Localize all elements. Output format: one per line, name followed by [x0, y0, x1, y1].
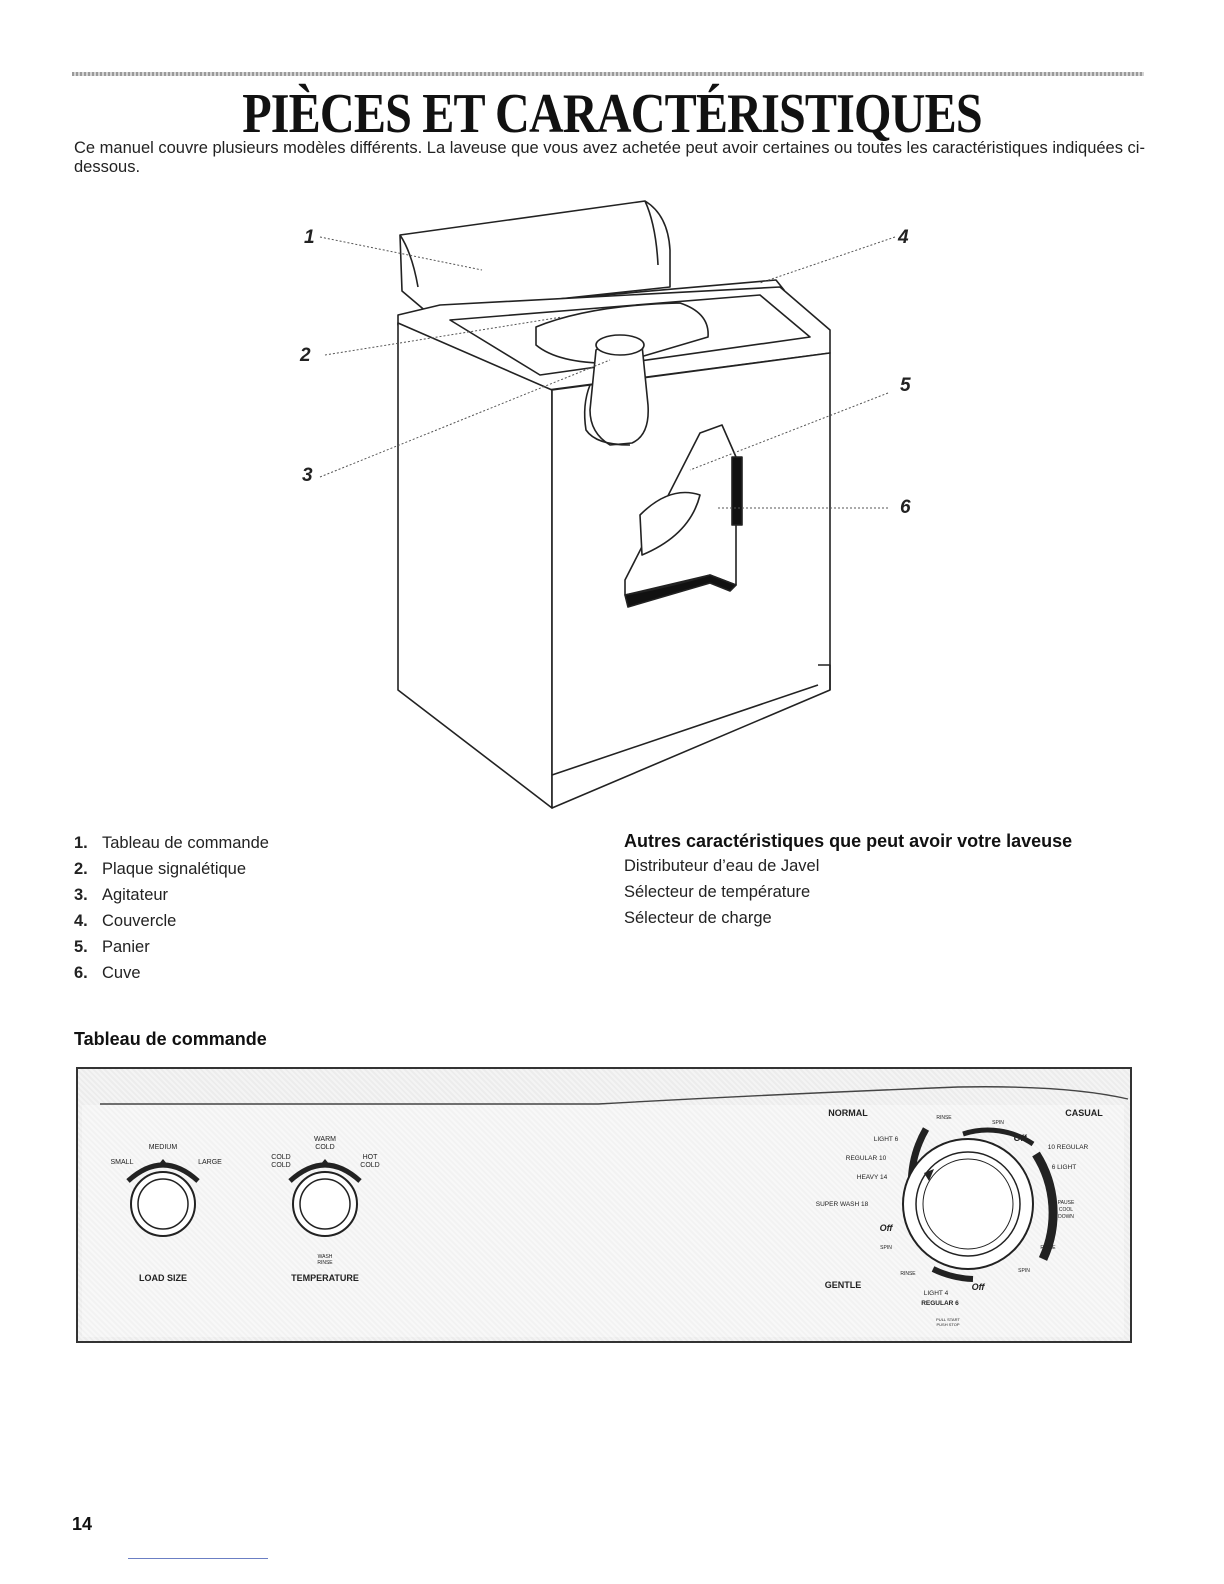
list-item: Sélecteur de température: [624, 883, 811, 901]
washer-drawing: [319, 200, 896, 809]
cycle-regular10: REGULAR 10: [846, 1155, 887, 1162]
cycle-spin-top: SPIN: [992, 1120, 1004, 1126]
list-item: 5.Panier: [74, 938, 150, 956]
cycle-light6-casual: 6 LIGHT: [1052, 1164, 1077, 1171]
temp-warm: WARM: [314, 1136, 336, 1143]
temp-warm-rinse: COLD: [315, 1144, 334, 1151]
intro-paragraph: Ce manuel couvre plusieurs modèles diffé…: [74, 139, 1145, 176]
cycle-pause: PAUSE: [1058, 1200, 1075, 1206]
temp-rinse: RINSE: [317, 1260, 333, 1266]
temp-cold: COLD: [271, 1154, 290, 1161]
parts-list: 1.Tableau de commande 2.Plaque signaléti…: [74, 830, 269, 986]
cycle-regular10-casual: 10 REGULAR: [1048, 1144, 1089, 1151]
temperature-label: TEMPERATURE: [291, 1273, 359, 1283]
cycle-push-stop: PUSH STOP: [936, 1322, 959, 1327]
cycle-rinse-bottom: RINSE: [900, 1271, 916, 1277]
list-item: 3.Agitateur: [74, 886, 169, 904]
list-item: Distributeur d’eau de Javel: [624, 857, 820, 875]
cycle-rinse-top: RINSE: [936, 1115, 952, 1121]
temp-cold-rinse: COLD: [271, 1162, 290, 1169]
other-features-list: Distributeur d’eau de Javel Sélecteur de…: [624, 853, 819, 931]
page-number: 14: [72, 1514, 93, 1534]
cycle-pull-start: PULL START: [936, 1317, 960, 1322]
cycle-normal: NORMAL: [828, 1108, 868, 1118]
cycle-dial: [902, 1127, 1058, 1282]
callout-2: 2: [300, 345, 311, 366]
load-size-label: LOAD SIZE: [139, 1273, 187, 1283]
load-size-medium: MEDIUM: [149, 1144, 178, 1151]
cycle-regular6: REGULAR 6: [921, 1300, 959, 1307]
temp-hot-rinse: COLD: [360, 1162, 379, 1169]
cycle-heavy14: HEAVY 14: [857, 1174, 888, 1181]
control-panel-illustration: MEDIUM SMALL LARGE LOAD SIZE WARM COLD C…: [76, 1067, 1132, 1343]
cycle-light4: LIGHT 4: [924, 1290, 949, 1297]
load-size-small: SMALL: [111, 1159, 134, 1166]
washer-illustration: 1 2 3 4 5 6: [290, 195, 930, 825]
cycle-superwash18: SUPER WASH 18: [816, 1201, 869, 1208]
cycle-gentle: GENTLE: [825, 1280, 862, 1290]
list-item: 6.Cuve: [74, 964, 141, 982]
cycle-off-1: Off: [880, 1223, 894, 1233]
page-title: PIÈCES ET CARACTÉRISTIQUES: [242, 83, 982, 145]
load-size-knob: [126, 1159, 200, 1237]
callout-1: 1: [304, 227, 315, 248]
cycle-spin-left: SPIN: [880, 1245, 892, 1251]
cycle-off-2: Off: [1014, 1133, 1028, 1143]
cycle-light6: LIGHT 6: [874, 1136, 899, 1143]
temp-wash: WASH: [318, 1254, 333, 1260]
list-item: 1.Tableau de commande: [74, 834, 269, 852]
control-panel-heading: Tableau de commande: [74, 1029, 267, 1049]
list-item: Sélecteur de charge: [624, 909, 772, 927]
control-panel-drawing: MEDIUM SMALL LARGE LOAD SIZE WARM COLD C…: [82, 1086, 1129, 1337]
cycle-spin-bottom: SPIN: [1018, 1268, 1030, 1274]
cycle-rinse-right: RINSE: [1040, 1245, 1056, 1251]
temperature-knob: [288, 1159, 362, 1237]
bottom-divider: [128, 1558, 268, 1559]
list-item: 2.Plaque signalétique: [74, 860, 247, 878]
callout-5: 5: [900, 375, 911, 396]
cycle-cool: COOL: [1059, 1207, 1073, 1213]
other-features-heading: Autres caractéristiques que peut avoir v…: [624, 831, 1073, 851]
callout-4: 4: [898, 227, 909, 248]
callout-3: 3: [302, 465, 313, 486]
cycle-down: DOWN: [1058, 1214, 1074, 1220]
cycle-off-3: Off: [972, 1282, 986, 1292]
top-divider: [72, 72, 1144, 76]
callout-6: 6: [900, 497, 911, 518]
list-item: 4.Couvercle: [74, 912, 177, 930]
cycle-casual: CASUAL: [1065, 1108, 1103, 1118]
temp-hot: HOT: [363, 1154, 379, 1161]
load-size-large: LARGE: [198, 1159, 222, 1166]
